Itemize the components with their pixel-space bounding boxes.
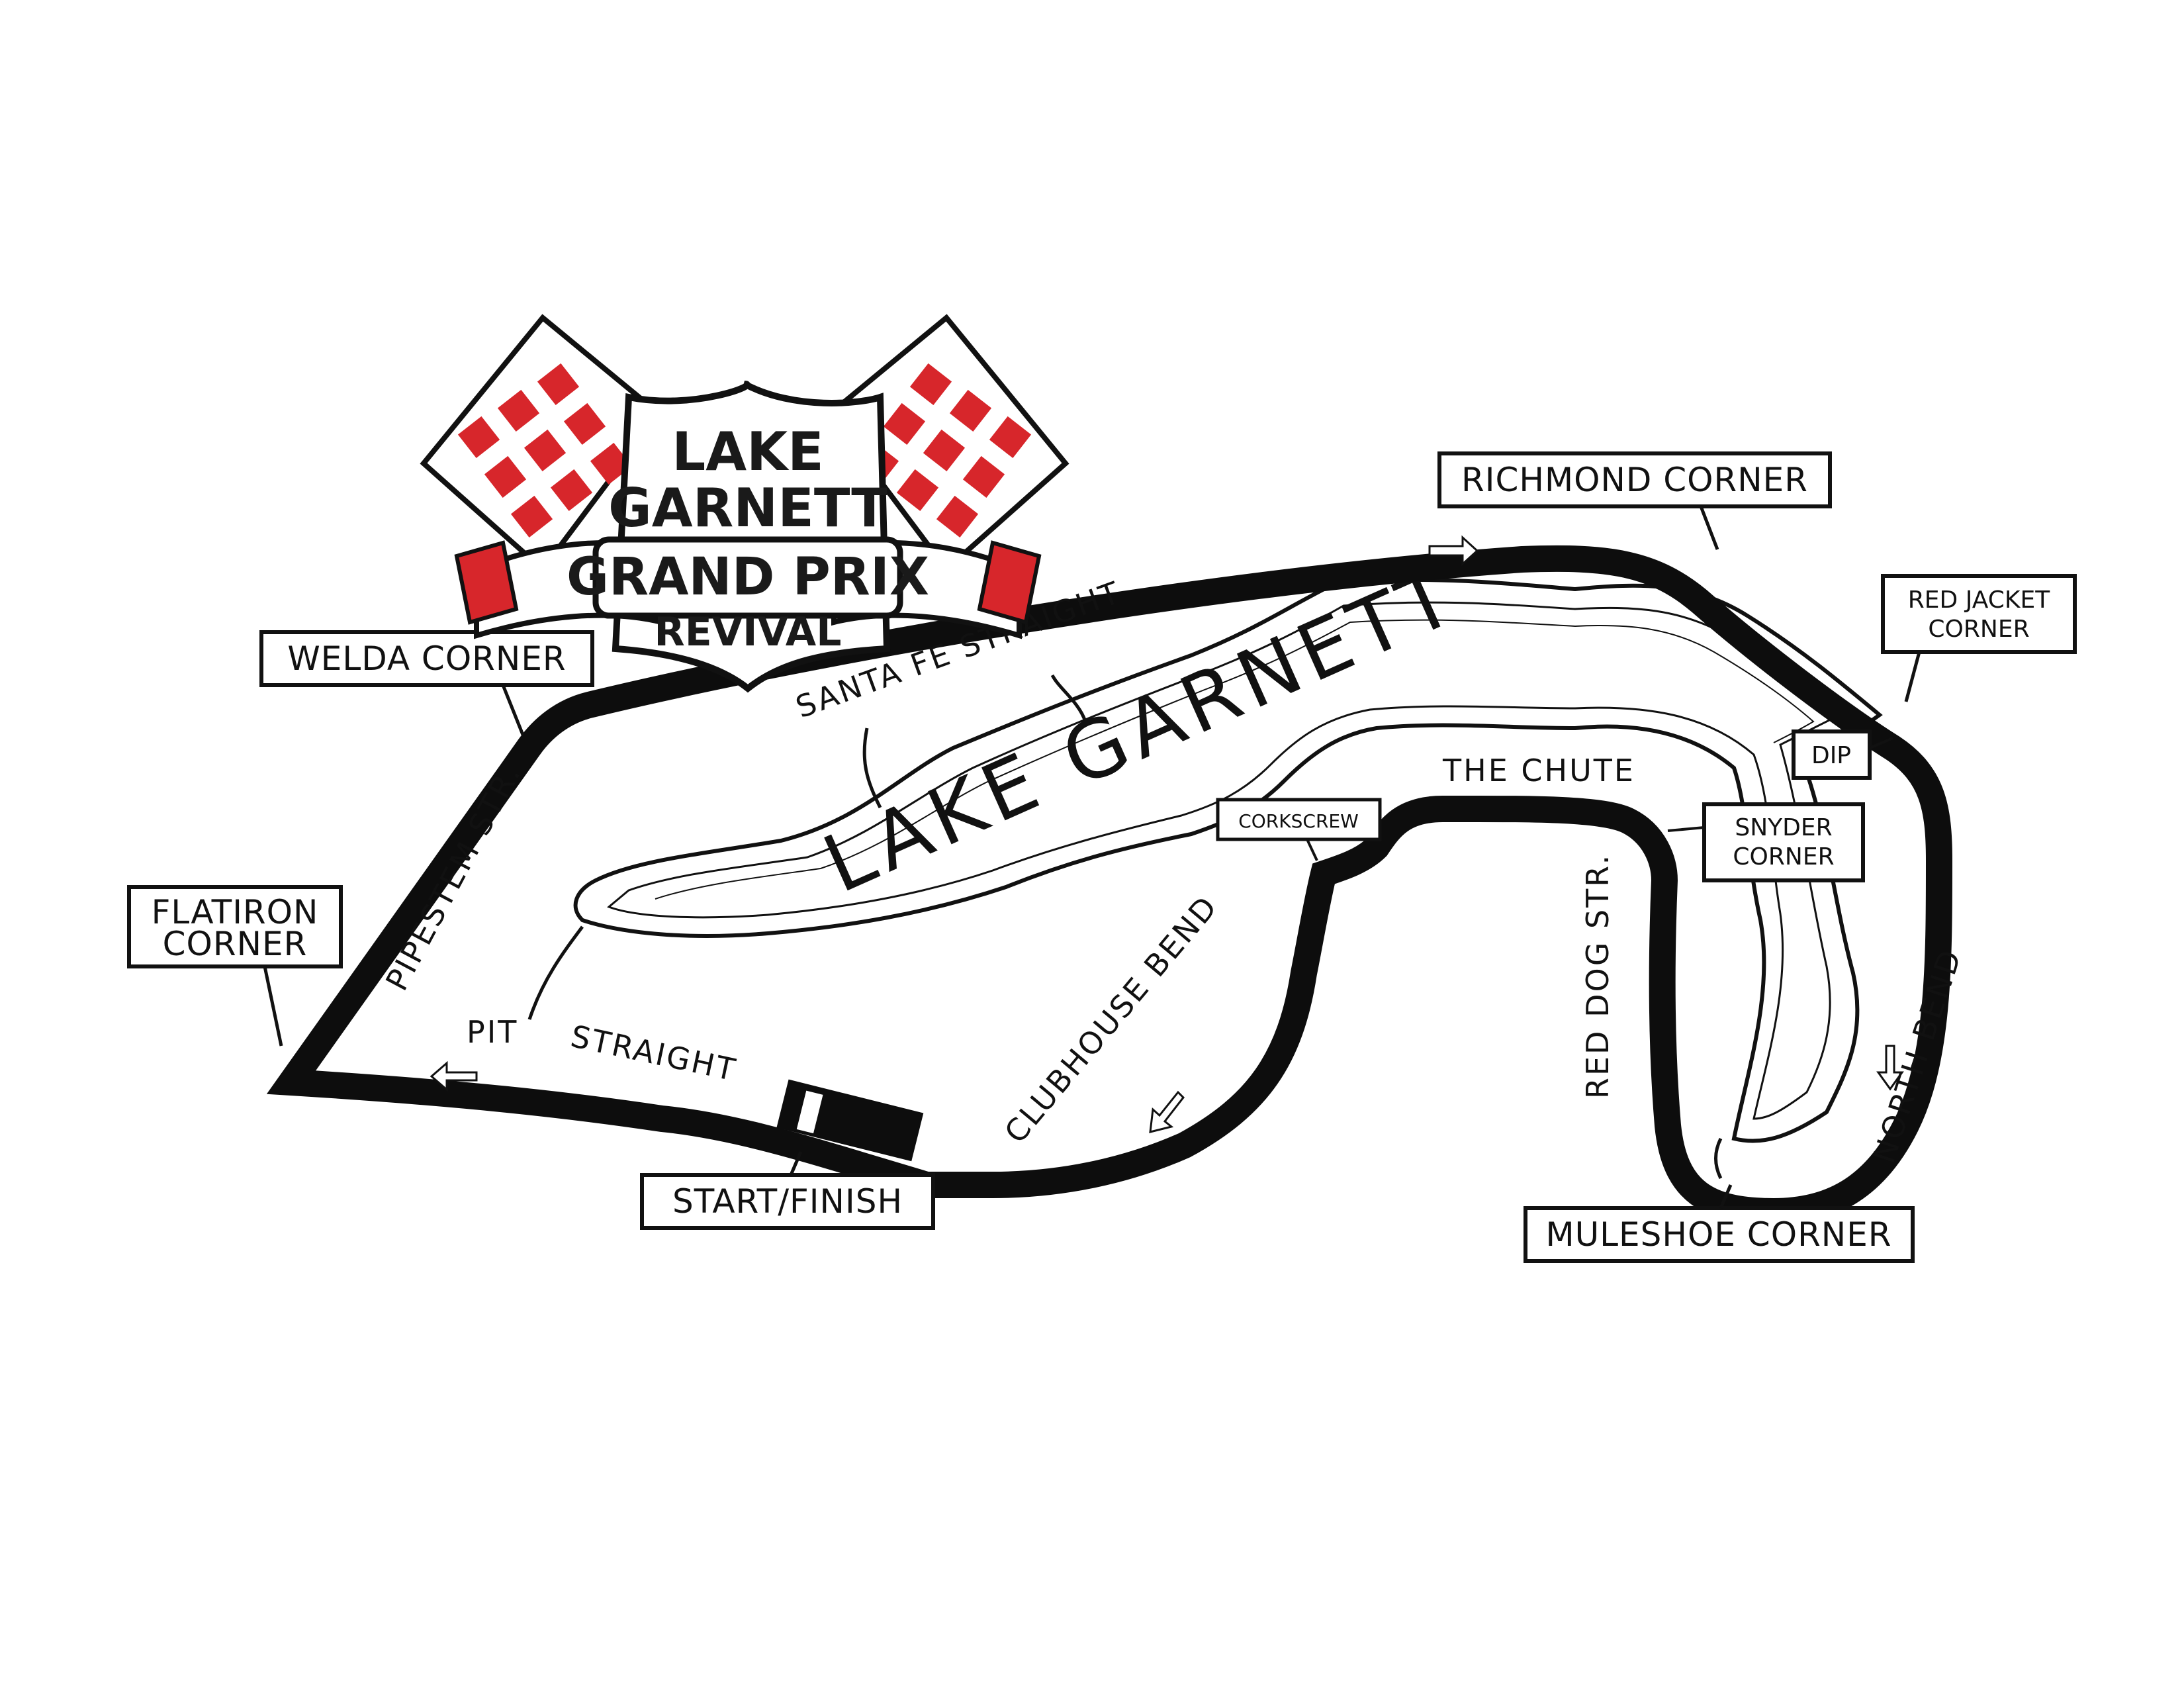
lake-creek-arm-1	[862, 727, 882, 809]
lake-creek-arm-2	[1050, 674, 1087, 722]
logo-lake-text: LAKE	[672, 421, 824, 483]
north-bend-label: NORTH BEND	[1866, 944, 1968, 1167]
track-outline	[266, 545, 1953, 1225]
start-finish-label: START/FINISH	[672, 1182, 903, 1221]
dip-label: DIP	[1811, 742, 1851, 769]
direction-arrows	[430, 535, 1904, 1133]
snyder-label-line1: SNYDER	[1735, 814, 1832, 841]
arrow-down-icon	[1876, 1045, 1904, 1091]
lake-creek-arm-4	[1714, 1137, 1723, 1180]
logo-grand-prix-text: GRAND PRIX	[567, 547, 929, 607]
callout-snyder-corner: SNYDER CORNER	[1667, 802, 1865, 882]
arrow-right-icon	[1428, 535, 1479, 567]
callout-red-jacket-corner: RED JACKET CORNER	[1881, 574, 2077, 702]
logo-garnett-text: GARNETT	[608, 477, 887, 539]
ribbon-end-right	[977, 540, 1042, 625]
logo-revival-text: REVIVAL	[655, 609, 842, 655]
lake-creek-arm-3	[527, 925, 584, 1020]
red-dog-str-label: RED DOG STR.	[1580, 853, 1615, 1099]
straight-label: STRAIGHT	[568, 1018, 740, 1088]
flatiron-label-line1: FLATIRON	[152, 893, 319, 931]
flatiron-label-line2: CORNER	[163, 925, 308, 963]
grand-prix-banner	[592, 536, 903, 619]
red-jacket-label-line2: CORNER	[1928, 616, 2029, 643]
callout-dip: DIP	[1792, 729, 1893, 780]
red-jacket-label-line1: RED JACKET	[1908, 586, 2050, 614]
lake-garnett-grand-prix-logo: LAKE GARNETT GRAND PRIX REVIVAL	[420, 314, 1069, 693]
lake-shore-outer	[573, 577, 1883, 1143]
lake-shore-inner-2	[655, 619, 1815, 900]
clubhouse-bend-label: CLUBHOUSE BEND	[997, 888, 1225, 1150]
race-track	[266, 545, 1953, 1225]
richmond-corner-label: RICHMOND CORNER	[1461, 461, 1808, 499]
corner-callouts: RICHMOND CORNER RED JACKET CORNER WELDA …	[127, 451, 2077, 1263]
pit-label: PIT	[467, 1014, 518, 1050]
snyder-label-line2: CORNER	[1733, 843, 1834, 870]
corkscrew-label: CORKSCREW	[1238, 810, 1359, 832]
callout-richmond-corner: RICHMOND CORNER	[1437, 451, 1832, 550]
lake-shore-inner	[607, 601, 1842, 1120]
arrow-down-left-icon	[1149, 1090, 1185, 1133]
pipestem-str-label: PIPESTEM STR.	[379, 757, 528, 996]
muleshoe-corner-label: MULESHOE CORNER	[1545, 1215, 1891, 1254]
callout-corkscrew: CORKSCREW	[1216, 798, 1382, 861]
ribbon-end-left	[454, 540, 519, 625]
callout-welda-corner: WELDA CORNER	[259, 630, 594, 735]
start-finish-line	[796, 1090, 823, 1134]
arrow-left-icon	[430, 1060, 478, 1092]
callout-start-finish: START/FINISH	[640, 1151, 935, 1230]
callout-muleshoe-corner: MULESHOE CORNER	[1524, 1184, 1915, 1263]
callout-flatiron-corner: FLATIRON CORNER	[127, 885, 343, 1047]
the-chute-label: THE CHUTE	[1442, 753, 1635, 788]
welda-corner-label: WELDA CORNER	[287, 639, 566, 678]
